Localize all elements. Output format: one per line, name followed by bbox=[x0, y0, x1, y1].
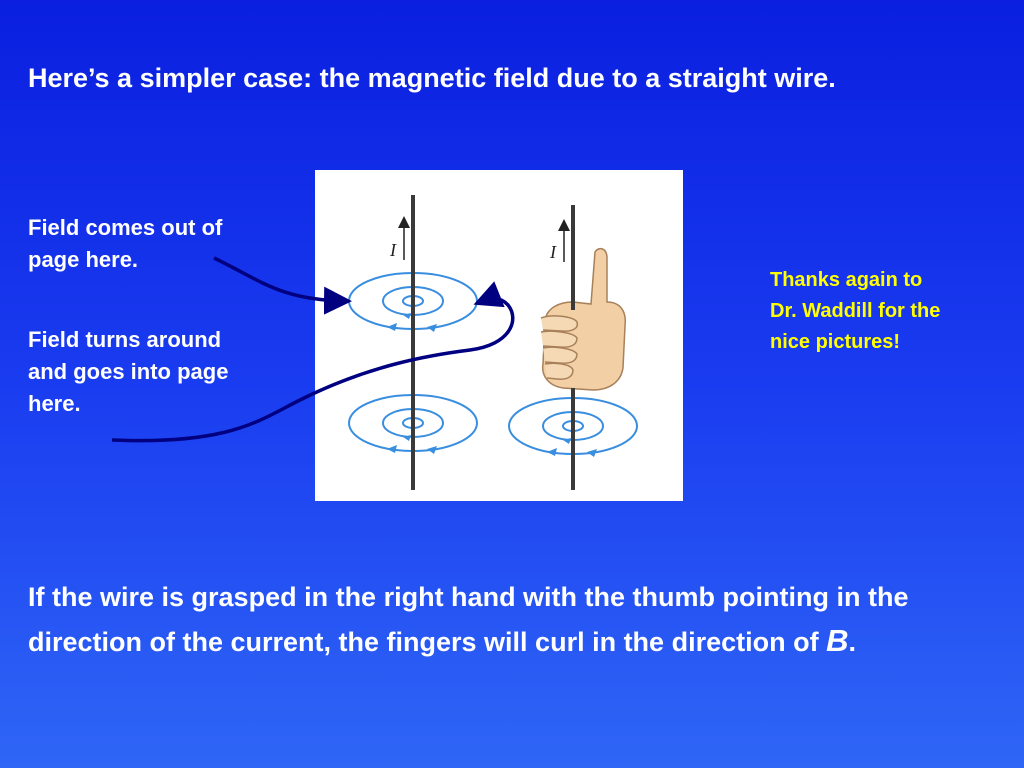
left-current-label: I bbox=[389, 240, 397, 260]
slide-title: Here’s a simpler case: the magnetic fiel… bbox=[28, 63, 836, 93]
field-out-note: Field comes out of page here. bbox=[28, 215, 223, 272]
wire-field-figure: I I bbox=[315, 170, 683, 501]
right-current-label: I bbox=[549, 242, 557, 262]
conclusion-prefix: If the wire is grasped in the right hand… bbox=[28, 582, 909, 657]
wire-field-diagram: I I bbox=[348, 195, 638, 490]
credit-note: Thanks again to Dr. Waddill for the nice… bbox=[770, 269, 941, 353]
right-hand-rule-text: If the wire is grasped in the right hand… bbox=[28, 576, 1003, 664]
conclusion-suffix: . bbox=[848, 627, 856, 657]
field-in-note: Field turns around and goes into page he… bbox=[28, 327, 229, 416]
right-hand-icon bbox=[540, 247, 627, 391]
field-symbol-b: B bbox=[826, 623, 849, 658]
right-loop-direction-arrows bbox=[547, 438, 597, 457]
